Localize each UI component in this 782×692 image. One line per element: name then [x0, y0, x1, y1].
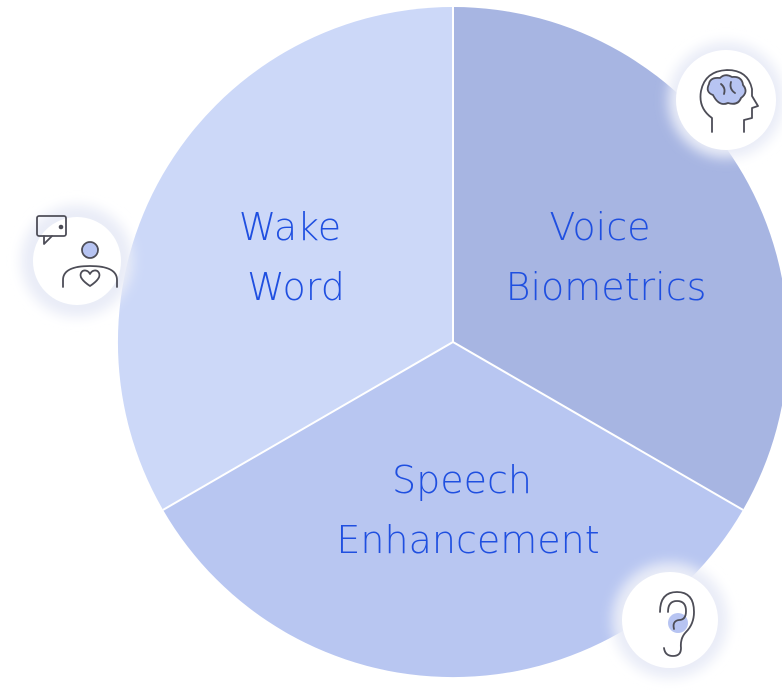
label-speech-enhancement-line-1: Speech — [392, 458, 532, 502]
badge-speech-enhancement — [612, 562, 728, 678]
label-voice-biometrics: Voice Biometrics — [506, 205, 707, 309]
segment-wake-word — [117, 6, 453, 510]
label-wake-word-line-1: Wake — [239, 205, 341, 249]
person-heart-chat-icon — [36, 215, 118, 288]
segment-dividers — [162, 7, 744, 511]
label-voice-biometrics-line-2: Biometrics — [506, 265, 707, 309]
label-speech-enhancement-line-2: Enhancement — [336, 518, 599, 562]
segment-speech-enhancement — [163, 342, 743, 678]
label-speech-enhancement: Speech Enhancement — [336, 458, 599, 562]
badge-voice-biometrics — [668, 42, 782, 158]
ear-icon — [659, 591, 695, 657]
brain-head-icon — [699, 69, 759, 133]
label-wake-word-line-2: Word — [247, 265, 345, 309]
label-voice-biometrics-line-1: Voice — [549, 205, 650, 249]
label-wake-word: Wake Word — [239, 205, 354, 309]
badge-wake-word — [21, 205, 133, 317]
